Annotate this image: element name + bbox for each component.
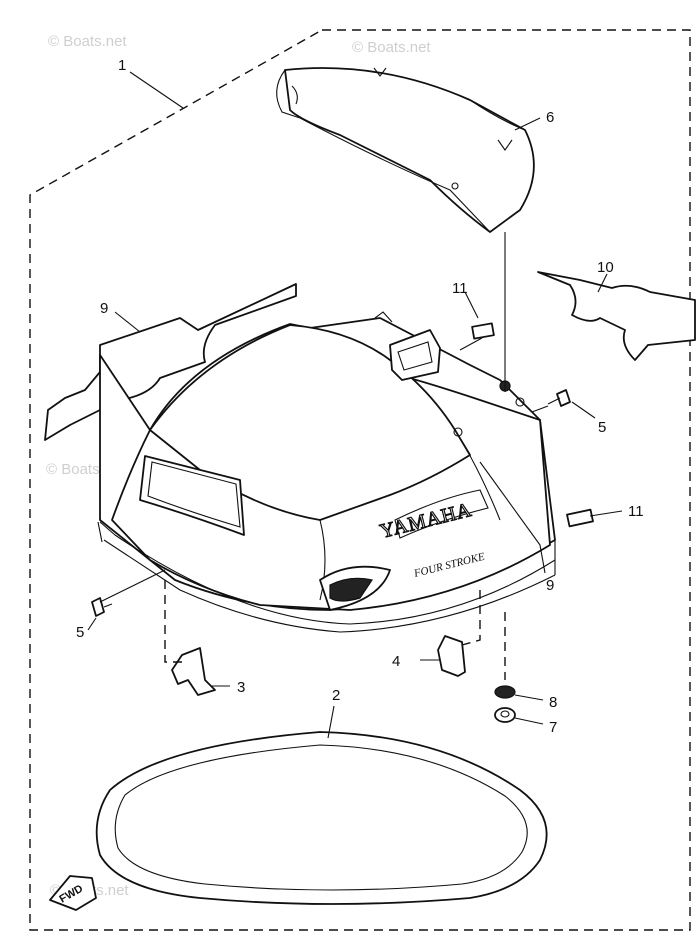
- assembly-boundary: [29, 29, 691, 931]
- callout-9-right: 9: [546, 577, 554, 594]
- top-cowling: YAMAHA FOUR STROKE: [97, 311, 556, 633]
- top-cover: [276, 67, 535, 233]
- callout-7: 7: [549, 719, 557, 736]
- watermark-top-center: © Boats.net: [352, 39, 431, 56]
- nut: [494, 707, 516, 723]
- callout-3: 3: [237, 679, 245, 696]
- callout-2: 2: [332, 687, 340, 704]
- callout-8: 8: [549, 694, 557, 711]
- callout-10: 10: [597, 259, 614, 276]
- callout-1: 1: [118, 57, 126, 74]
- screw-right: [547, 389, 571, 407]
- callout-9-left: 9: [100, 300, 108, 317]
- callout-5-left: 5: [76, 624, 84, 641]
- leader-lines: [87, 71, 623, 739]
- label-plate-lower: [566, 508, 594, 528]
- callout-6: 6: [546, 109, 554, 126]
- forward-arrow-icon: FWD: [49, 875, 97, 911]
- callout-4: 4: [392, 653, 400, 670]
- callout-5-right: 5: [598, 419, 606, 436]
- watermark-top-left: © Boats.net: [48, 33, 127, 50]
- decal-right: [537, 271, 696, 361]
- grommet: [494, 685, 516, 699]
- callout-11-lower: 11: [628, 503, 644, 520]
- label-plate-upper: [471, 322, 495, 340]
- screw-left: [91, 597, 113, 617]
- bracket-right: [437, 635, 466, 677]
- bottom-seal: [95, 731, 548, 905]
- callout-11-upper: 11: [452, 280, 468, 297]
- bracket-left: [171, 647, 216, 696]
